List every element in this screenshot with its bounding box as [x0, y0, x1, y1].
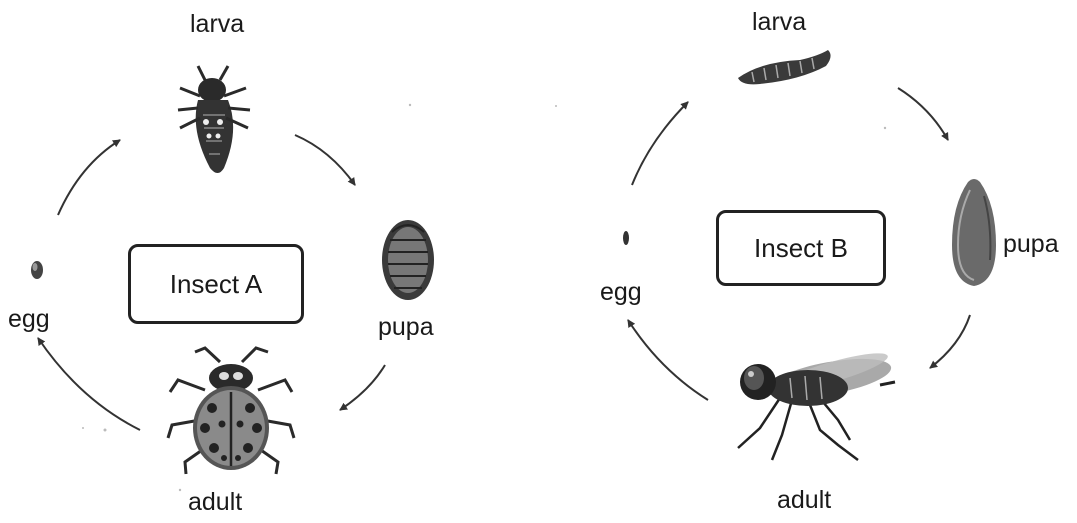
egg-icon — [623, 231, 629, 245]
adult-label-insect-b: adult — [777, 488, 831, 513]
fly-pupa-icon — [952, 179, 996, 286]
larva-label-insect-a: larva — [190, 12, 244, 37]
egg-label-insect-a: egg — [8, 307, 50, 332]
egg-icon — [31, 261, 43, 279]
maggot-icon — [738, 50, 831, 84]
adult-label-insect-a: adult — [188, 490, 242, 515]
pupa-label-insect-a: pupa — [378, 315, 434, 340]
ladybug-pupa-icon — [382, 220, 434, 300]
ladybug-adult-icon — [168, 348, 294, 474]
center-label-insect-b: Insect B — [716, 210, 886, 286]
egg-label-insect-b: egg — [600, 280, 642, 305]
larva-label-insect-b: larva — [752, 10, 806, 35]
ladybug-larva-icon — [178, 66, 250, 173]
housefly-icon — [738, 346, 895, 460]
center-label-insect-a: Insect A — [128, 244, 304, 324]
pupa-label-insect-b: pupa — [1003, 232, 1059, 257]
